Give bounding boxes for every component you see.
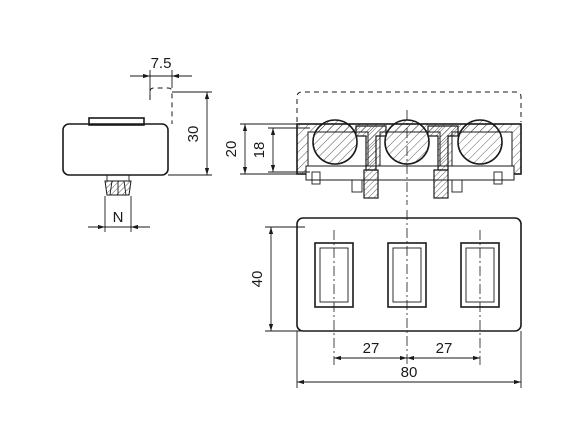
side-ghost-outline	[149, 87, 173, 124]
screw-right	[433, 169, 449, 199]
side-view: 7.5 30 N	[62, 55, 212, 232]
front-view: 40 27 27 80	[249, 210, 522, 388]
dim-height-inner-label: 18	[251, 142, 268, 159]
side-body	[62, 123, 169, 176]
dim-height-side-label: 30	[185, 126, 202, 143]
section-ghost-outline	[296, 91, 522, 122]
dim-height-front-label: 40	[249, 271, 266, 288]
side-clamp-top	[88, 117, 145, 126]
rod-left	[312, 119, 358, 165]
side-nut	[106, 174, 130, 182]
dim-length-label: 80	[401, 364, 418, 381]
section-view: 20 18	[223, 91, 522, 205]
screw-left	[363, 169, 379, 199]
front-body	[296, 217, 522, 332]
rod-right	[457, 119, 503, 165]
dim-thread-label: N	[113, 209, 124, 226]
dim-pitch-left-label: 27	[363, 340, 380, 357]
dim-height-outer-label: 20	[223, 141, 240, 158]
dim-offset-label: 7.5	[151, 55, 172, 72]
dim-pitch-right-label: 27	[436, 340, 453, 357]
